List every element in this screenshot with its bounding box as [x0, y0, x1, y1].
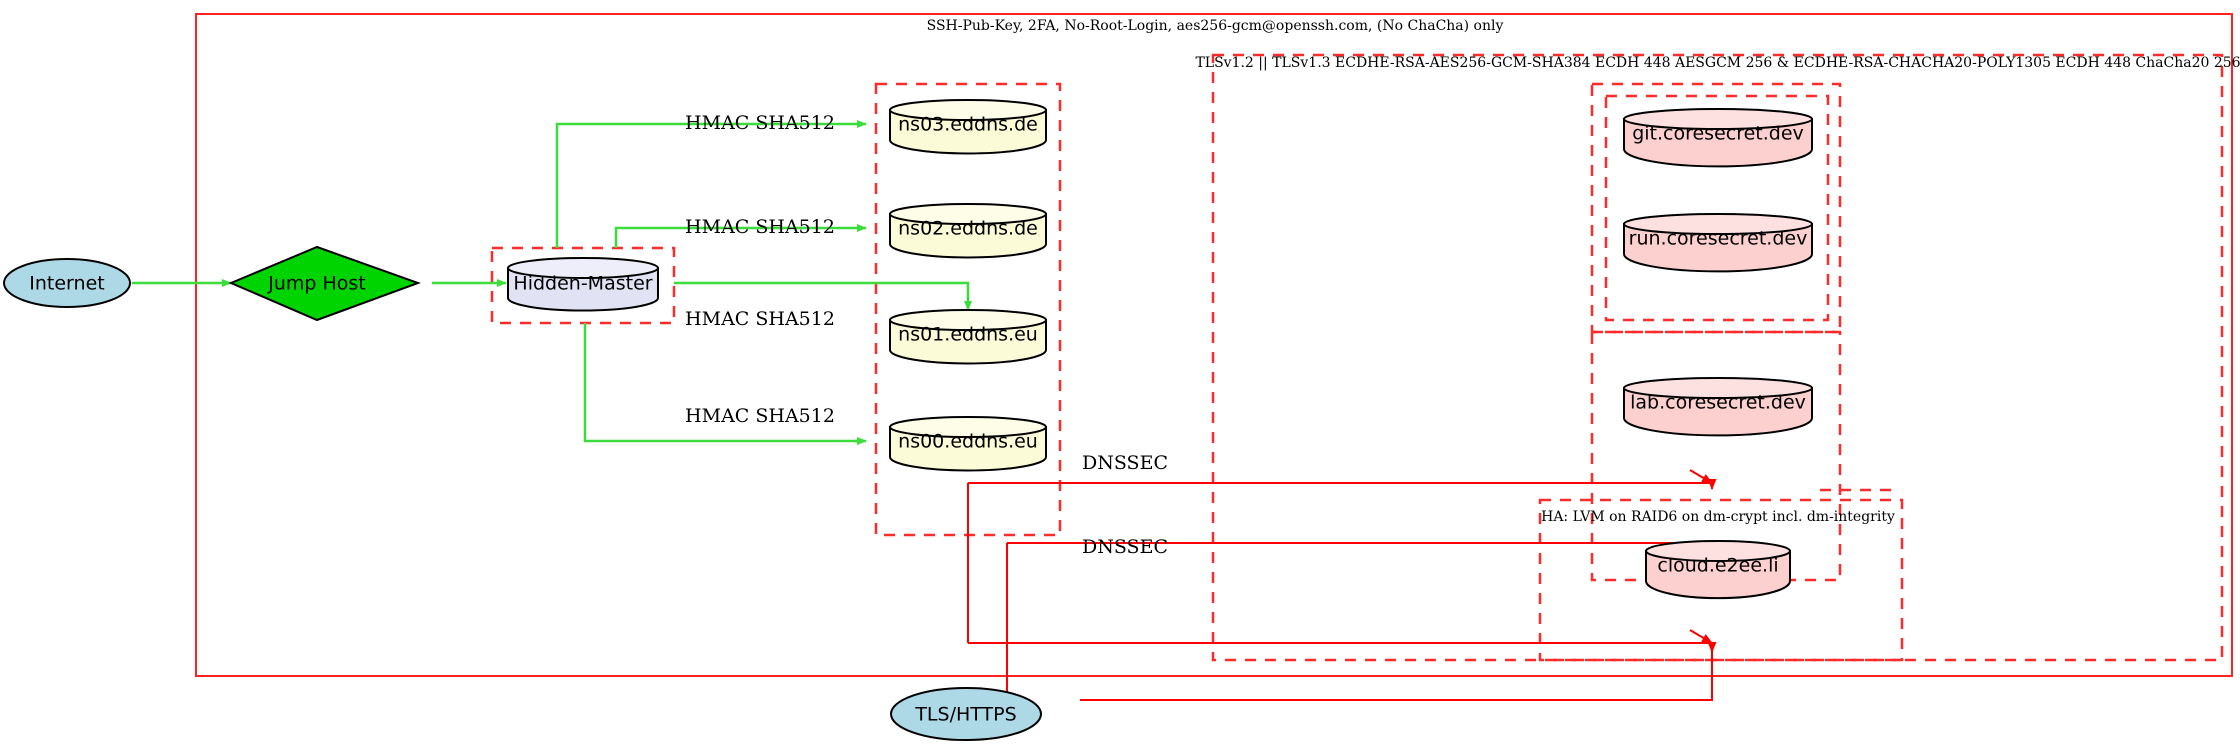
edge-label-hmac-4: HMAC SHA512 — [685, 405, 835, 427]
node-internet-label: Internet — [29, 273, 104, 295]
cluster-ha-label: HA: LVM on RAID6 on dm-crypt incl. dm-in… — [1541, 509, 1895, 525]
edge-label-dnssec-1: DNSSEC — [1082, 452, 1168, 474]
arrowhead-into-lab — [1689, 629, 1713, 644]
cluster-ha — [1538, 498, 1904, 662]
cluster-tls-label: TLSv1.2 || TLSv1.3 ECDHE-RSA-AES256-GCM-… — [1195, 55, 2240, 71]
cluster-outer-ssh-label: SSH-Pub-Key, 2FA, No-Root-Login, aes256-… — [927, 18, 1504, 34]
node-hiddenmaster-label: Hidden-Master — [513, 273, 652, 295]
edge-dnssec-1 — [968, 479, 1717, 490]
node-lab-shape[interactable] — [1623, 377, 1813, 437]
edge-hiddenmaster-to-ns00 — [583, 323, 867, 445]
cluster-outer-ssh — [195, 13, 2233, 677]
node-cloud-label: cloud.e2ee.li — [1657, 555, 1778, 577]
edge-red-route-lower — [968, 642, 1717, 653]
edge-label-dnssec-2: DNSSEC — [1082, 536, 1168, 558]
node-cloud-shape[interactable] — [1645, 540, 1791, 600]
edge-hiddenmaster-to-ns03 — [555, 120, 867, 248]
cluster-hidden-master — [490, 246, 676, 325]
edge-label-hmac-3: HMAC SHA512 — [685, 308, 835, 330]
node-ns02-label: ns02.eddns.de — [898, 218, 1038, 240]
cluster-coresecret-inner — [1604, 94, 1830, 322]
node-run-label: run.coresecret.dev — [1629, 228, 1808, 250]
node-tlshttps-label: TLS/HTTPS — [914, 704, 1016, 726]
edge-label-hmac-2: HMAC SHA512 — [685, 216, 835, 238]
node-tlshttps-shape[interactable] — [890, 687, 1042, 741]
node-lab-label: lab.coresecret.dev — [1630, 392, 1806, 414]
node-ns01-shape[interactable] — [889, 309, 1047, 365]
node-ns02-shape[interactable] — [889, 203, 1047, 259]
edge-label-hmac-1: HMAC SHA512 — [685, 112, 835, 134]
node-ns00-label: ns00.eddns.eu — [898, 431, 1038, 453]
cluster-tls — [1211, 53, 2224, 662]
node-run-shape[interactable] — [1623, 213, 1813, 273]
node-ns03-shape[interactable] — [889, 99, 1047, 155]
node-jumphost-shape[interactable] — [228, 245, 421, 322]
node-git-shape[interactable] — [1623, 108, 1813, 168]
node-hiddenmaster-shape[interactable] — [507, 257, 659, 312]
node-ns00-shape[interactable] — [889, 416, 1047, 472]
edge-tlshttps-to-right — [1080, 652, 1713, 701]
node-jumphost-label: Jump Host — [267, 273, 366, 295]
node-git-label: git.coresecret.dev — [1632, 123, 1804, 145]
node-ns01-label: ns01.eddns.eu — [898, 324, 1038, 346]
node-internet-shape[interactable] — [3, 258, 131, 308]
arrowhead-into-coresecret — [1689, 469, 1713, 484]
edge-hiddenmaster-to-ns02 — [614, 224, 867, 248]
edge-hiddenmaster-to-ns01 — [674, 281, 972, 311]
node-ns03-label: ns03.eddns.de — [898, 114, 1038, 136]
